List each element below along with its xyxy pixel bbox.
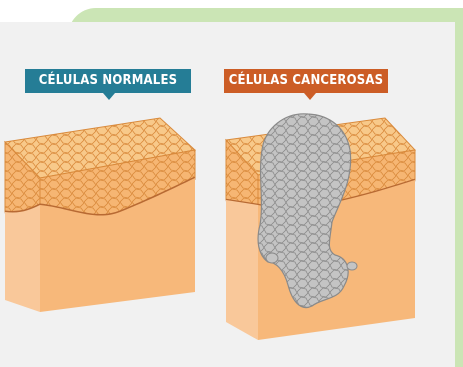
tumor-satellite-1 <box>266 253 278 263</box>
cancer-cells-label: CÉLULAS CANCEROSAS <box>224 69 388 93</box>
tumor-satellite-2 <box>347 262 357 270</box>
cancer-dermis-front <box>226 200 258 340</box>
normal-skin-block <box>5 118 195 312</box>
cancer-label-pointer <box>304 93 316 100</box>
cancer-skin-block <box>226 114 415 340</box>
normal-cells-label-text: CÉLULAS NORMALES <box>39 73 178 88</box>
normal-label-pointer <box>103 93 115 100</box>
normal-dermis-front <box>5 205 40 312</box>
normal-cells-label: CÉLULAS NORMALES <box>25 69 191 93</box>
cancer-cells-label-text: CÉLULAS CANCEROSAS <box>229 73 384 88</box>
